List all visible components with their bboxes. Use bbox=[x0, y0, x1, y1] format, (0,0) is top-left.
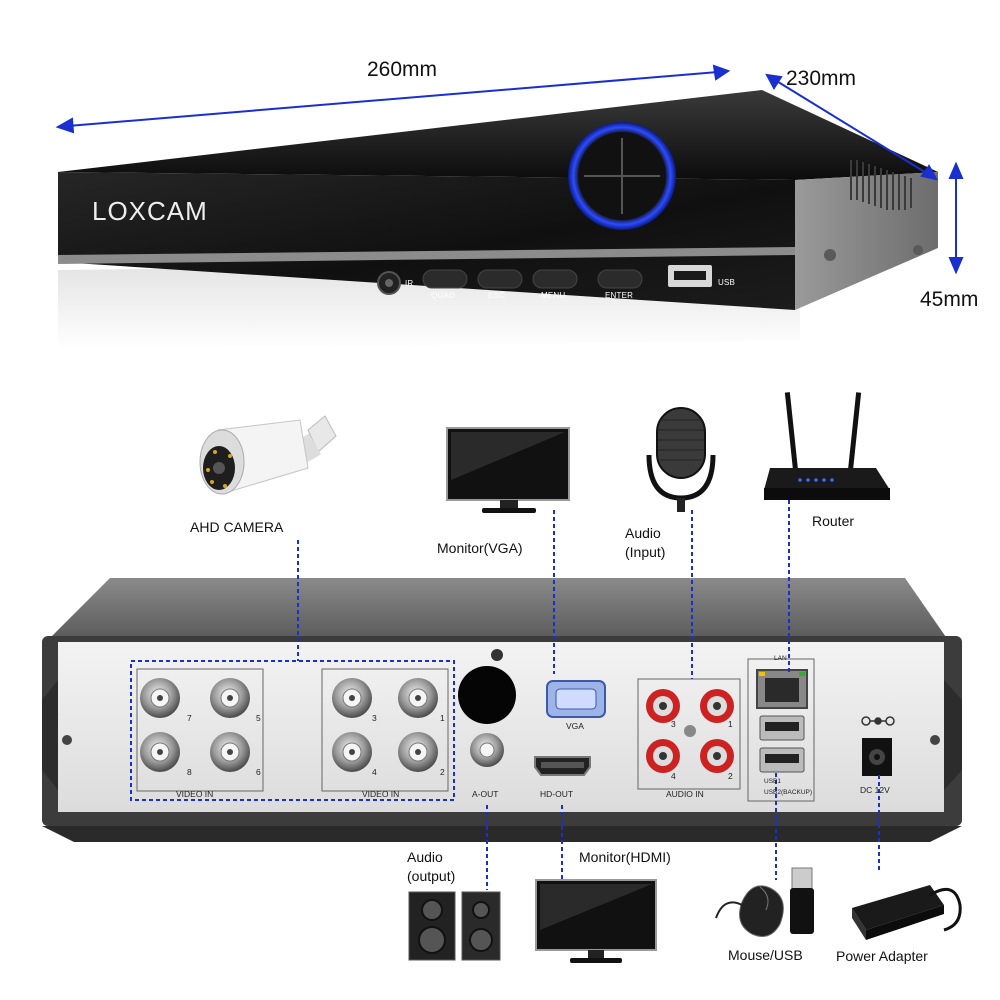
audio-num-3: 3 bbox=[671, 719, 676, 729]
menu-button bbox=[532, 269, 578, 289]
rear-panel-illustration bbox=[42, 392, 962, 963]
port-num-8: 8 bbox=[187, 767, 192, 777]
side-screw bbox=[824, 249, 836, 261]
port-num-6: 6 bbox=[256, 767, 261, 777]
side-screw bbox=[913, 245, 923, 255]
dvr-front-illustration bbox=[55, 64, 964, 350]
label-monitor-vga: Monitor(VGA) bbox=[437, 540, 523, 556]
video-in-left-label: VIDEO IN bbox=[176, 789, 214, 799]
port-num-7: 7 bbox=[187, 713, 192, 723]
label-audio-input-2: (Input) bbox=[625, 544, 666, 560]
rear-unit-face bbox=[58, 642, 944, 812]
dim-height: 45mm bbox=[920, 288, 979, 311]
ir-label: IR bbox=[405, 279, 414, 288]
dc-label: DC 12V bbox=[860, 785, 890, 795]
usb-label: USB bbox=[718, 278, 736, 287]
label-audio-output-2: (output) bbox=[407, 868, 456, 884]
a-out-label: A-OUT bbox=[472, 789, 499, 799]
audio-num-4: 4 bbox=[671, 771, 676, 781]
enter-label: ENTER bbox=[605, 291, 634, 300]
usb1-label: USB1 bbox=[764, 778, 781, 785]
label-power-adapter: Power Adapter bbox=[836, 948, 928, 964]
rear-fan-hole bbox=[458, 666, 516, 724]
audio-in-group bbox=[637, 678, 741, 790]
label-router: Router bbox=[812, 513, 855, 529]
port-num-3: 3 bbox=[372, 713, 377, 723]
audio-in-label: AUDIO IN bbox=[666, 789, 704, 799]
monitor-hdmi-icon bbox=[535, 879, 657, 963]
hd-out-label: HD-OUT bbox=[540, 789, 574, 799]
microphone-icon bbox=[646, 407, 716, 512]
dim-length: 260mm bbox=[367, 58, 438, 81]
power-adapter-icon bbox=[852, 885, 962, 940]
video-in-right-label: VIDEO IN bbox=[362, 789, 400, 799]
menu-label: MENU bbox=[541, 291, 566, 300]
esc-button bbox=[477, 269, 523, 289]
lan-label: LAN bbox=[774, 655, 787, 662]
video-group-left bbox=[136, 668, 264, 792]
side-vents bbox=[850, 160, 912, 210]
mouse-usb-icon bbox=[715, 867, 814, 937]
dvr-side-face bbox=[795, 172, 938, 310]
vga-label: VGA bbox=[566, 721, 584, 731]
port-num-1: 1 bbox=[440, 713, 445, 723]
quad-label: QUAD bbox=[431, 291, 455, 300]
esc-label: ESC bbox=[488, 291, 506, 300]
audio-num-2: 2 bbox=[728, 771, 733, 781]
label-audio-input-1: Audio bbox=[625, 525, 661, 541]
port-num-2: 2 bbox=[440, 767, 445, 777]
rear-unit-top bbox=[48, 578, 948, 640]
speakers-icon bbox=[408, 891, 501, 961]
brand-logo: LOXCAM bbox=[92, 196, 208, 226]
lan-usb-block bbox=[747, 658, 815, 802]
monitor-vga-icon bbox=[446, 427, 570, 513]
dim-depth: 230mm bbox=[786, 67, 857, 90]
front-trim bbox=[58, 247, 795, 264]
camera-icon bbox=[199, 415, 337, 495]
video-group-right bbox=[321, 668, 449, 792]
camera-group-highlight bbox=[130, 660, 455, 801]
bnc-ports bbox=[140, 678, 438, 772]
label-monitor-hdmi: Monitor(HDMI) bbox=[579, 849, 671, 865]
quad-button bbox=[422, 269, 468, 289]
port-num-4: 4 bbox=[372, 767, 377, 777]
connection-lines bbox=[297, 500, 880, 890]
dvr-top-surface bbox=[58, 90, 938, 180]
port-num-5: 5 bbox=[256, 713, 261, 723]
dimension-arrows bbox=[55, 64, 964, 275]
label-audio-output-1: Audio bbox=[407, 849, 443, 865]
router-icon bbox=[764, 392, 890, 500]
label-ahd-camera: AHD CAMERA bbox=[190, 519, 284, 535]
audio-in-ports bbox=[646, 689, 734, 773]
enter-button bbox=[597, 269, 643, 289]
label-mouse-usb: Mouse/USB bbox=[728, 947, 803, 963]
audio-num-1: 1 bbox=[728, 719, 733, 729]
usb2-label: USB2(BACKUP) bbox=[764, 789, 813, 796]
nav-wheel-cross bbox=[584, 138, 660, 214]
